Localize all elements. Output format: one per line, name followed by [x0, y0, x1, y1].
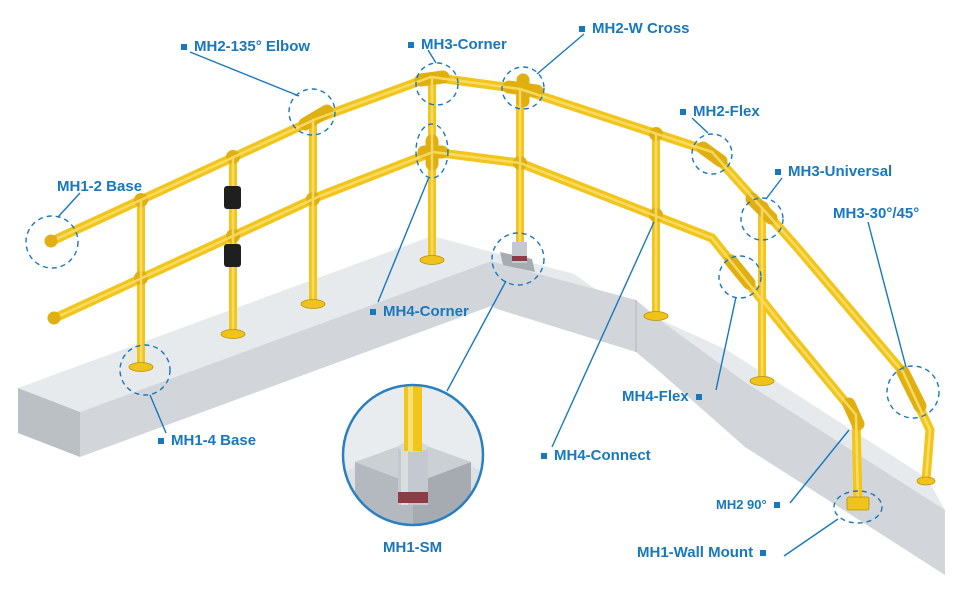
leader-mh3-corner	[427, 49, 437, 64]
bullet-icon	[408, 41, 414, 48]
callout-circle-mh2-flex	[691, 133, 733, 175]
leader-mh3-30-45	[867, 221, 907, 368]
callout-circle-mh1-sm	[491, 232, 545, 286]
leader-mh4-flex	[715, 296, 737, 391]
label-mh3-corner: MH3-Corner	[408, 36, 507, 53]
label-text: MH2-W Cross	[592, 20, 690, 37]
magnifier-content	[343, 385, 483, 525]
label-text: MH3-30°/45°	[833, 205, 920, 222]
leader-mh1-wall-mount	[783, 518, 839, 557]
bullet-icon	[158, 437, 164, 444]
bullet-icon	[541, 452, 547, 459]
label-text: MH2 90°	[716, 497, 767, 512]
callout-circle-mh3-universal	[740, 197, 784, 241]
label-mh2-90: MH2 90°	[716, 497, 780, 512]
bullet-icon	[760, 549, 767, 556]
wall-mount-flange	[846, 496, 870, 511]
label-mh1-2-base: MH1-2 Base	[57, 178, 142, 195]
label-text: MH2-Flex	[693, 103, 760, 120]
rail-end-cap	[47, 311, 61, 325]
callout-circle-mh3-30-45	[886, 365, 940, 419]
leader-mh2-flex	[691, 117, 709, 134]
wall-front-face	[494, 262, 945, 575]
leader-mh1-sm-inset	[446, 280, 507, 392]
yellow-handrail	[44, 70, 936, 511]
bullet-icon	[695, 393, 702, 400]
callout-circle-mh2-w-cross	[501, 66, 545, 110]
post-base-plates	[128, 255, 936, 511]
bullet-icon	[680, 108, 686, 115]
callout-circle-mh3-corner	[415, 62, 459, 106]
magnifier-circle	[341, 383, 485, 527]
bullet-icon	[370, 308, 376, 315]
label-mh1-4-base: MH1-4 Base	[158, 432, 256, 449]
label-text: MH4-Flex	[622, 388, 689, 405]
mount-red-band	[398, 492, 428, 503]
magnifier-inset	[341, 383, 485, 527]
label-text: MH1-Wall Mount	[637, 544, 754, 561]
bullet-icon	[181, 43, 187, 50]
leader-mh2-135-elbow	[189, 51, 300, 97]
leader-mh1-4-base	[149, 394, 167, 434]
callout-lines	[57, 33, 907, 557]
label-text: MH2-135° Elbow	[194, 38, 311, 55]
label-mh3-30-45: MH3-30°/45°	[833, 205, 919, 222]
callout-circle-mh2-135-elbow	[288, 88, 336, 136]
gate-hinges	[224, 186, 241, 267]
leader-mh2-90	[789, 429, 850, 504]
callout-circle-mh4-flex	[718, 255, 762, 299]
label-mh2-135-elbow: MH2-135° Elbow	[181, 38, 310, 55]
callout-circle-mh4-corner	[415, 123, 449, 179]
callout-circle-mh1-4-base	[119, 344, 171, 396]
rail-end-cap	[44, 234, 58, 248]
leader-mh4-corner	[377, 176, 430, 303]
label-text: MH3-Corner	[421, 36, 507, 53]
label-mh4-corner: MH4-Corner	[370, 303, 469, 320]
callout-circle-mh1-2-base	[25, 215, 79, 269]
curb-end-face	[18, 388, 80, 457]
label-text: MH1-SM	[383, 539, 443, 556]
label-text: MH4-Corner	[383, 303, 469, 320]
bullet-icon	[773, 501, 780, 508]
label-mh3-universal: MH3-Universal	[775, 163, 892, 180]
callout-circle-mh1-wall-mount	[833, 490, 883, 524]
leader-mh4-connect	[551, 221, 655, 448]
leader-mh3-universal	[765, 177, 783, 200]
concrete-platform	[18, 236, 945, 575]
leader-mh2-w-cross	[536, 33, 585, 75]
label-text: MH3-Universal	[788, 163, 893, 180]
pipe-highlights	[50, 75, 932, 507]
label-mh1-sm: MH1-SM	[383, 539, 442, 556]
label-mh4-connect: MH4-Connect	[541, 447, 651, 464]
curb-front-face	[80, 260, 494, 457]
surface-mount-sleeve	[512, 242, 527, 263]
label-text: MH1-4 Base	[171, 432, 257, 449]
label-mh1-wall-mount: MH1-Wall Mount	[637, 544, 767, 561]
label-mh2-flex: MH2-Flex	[680, 103, 760, 120]
callout-circles	[25, 62, 940, 524]
label-mh2-w-cross: MH2-W Cross	[579, 20, 690, 37]
bullet-icon	[775, 168, 781, 175]
label-text: MH4-Connect	[554, 447, 651, 464]
bullet-icon	[579, 25, 585, 32]
label-text: MH1-2 Base	[57, 178, 143, 195]
label-mh4-flex: MH4-Flex	[622, 388, 702, 405]
leader-mh1-2-base	[57, 192, 81, 218]
